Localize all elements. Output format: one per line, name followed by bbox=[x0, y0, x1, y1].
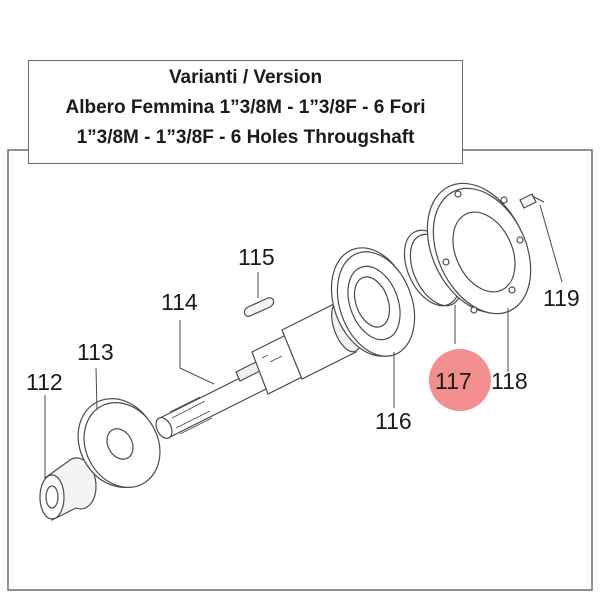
callout-118: 118 bbox=[491, 368, 528, 394]
leader-113 bbox=[95, 367, 98, 411]
leader-lines bbox=[44, 204, 563, 478]
part-116-bearing bbox=[330, 247, 416, 357]
callout-113: 113 bbox=[77, 339, 114, 365]
callout-114: 114 bbox=[161, 289, 198, 315]
part-119-screw bbox=[519, 193, 545, 209]
callout-117: 117 bbox=[435, 368, 472, 394]
part-112-sleeve bbox=[39, 457, 97, 521]
title-box: Varianti / Version Albero Femmina 1”3/8M… bbox=[28, 60, 463, 164]
title-line-2: Albero Femmina 1”3/8M - 1”3/8F - 6 Fori bbox=[65, 97, 426, 118]
leader-114 bbox=[179, 320, 215, 385]
callout-115: 115 bbox=[238, 244, 275, 270]
title-line-1: Varianti / Version bbox=[168, 67, 323, 88]
callout-119: 119 bbox=[543, 285, 580, 311]
part-114-shaft bbox=[155, 301, 361, 439]
callout-112: 112 bbox=[26, 369, 63, 395]
highlight-marker bbox=[429, 349, 491, 411]
part-115-key bbox=[243, 297, 275, 317]
part-113-flange bbox=[77, 398, 161, 488]
leader-119 bbox=[539, 204, 563, 283]
part-118-cover bbox=[426, 182, 532, 315]
diagram-frame bbox=[7, 149, 593, 591]
callout-116: 116 bbox=[375, 408, 412, 434]
title-line-3: 1”3/8M - 1”3/8F - 6 Holes Througshaft bbox=[76, 127, 415, 148]
